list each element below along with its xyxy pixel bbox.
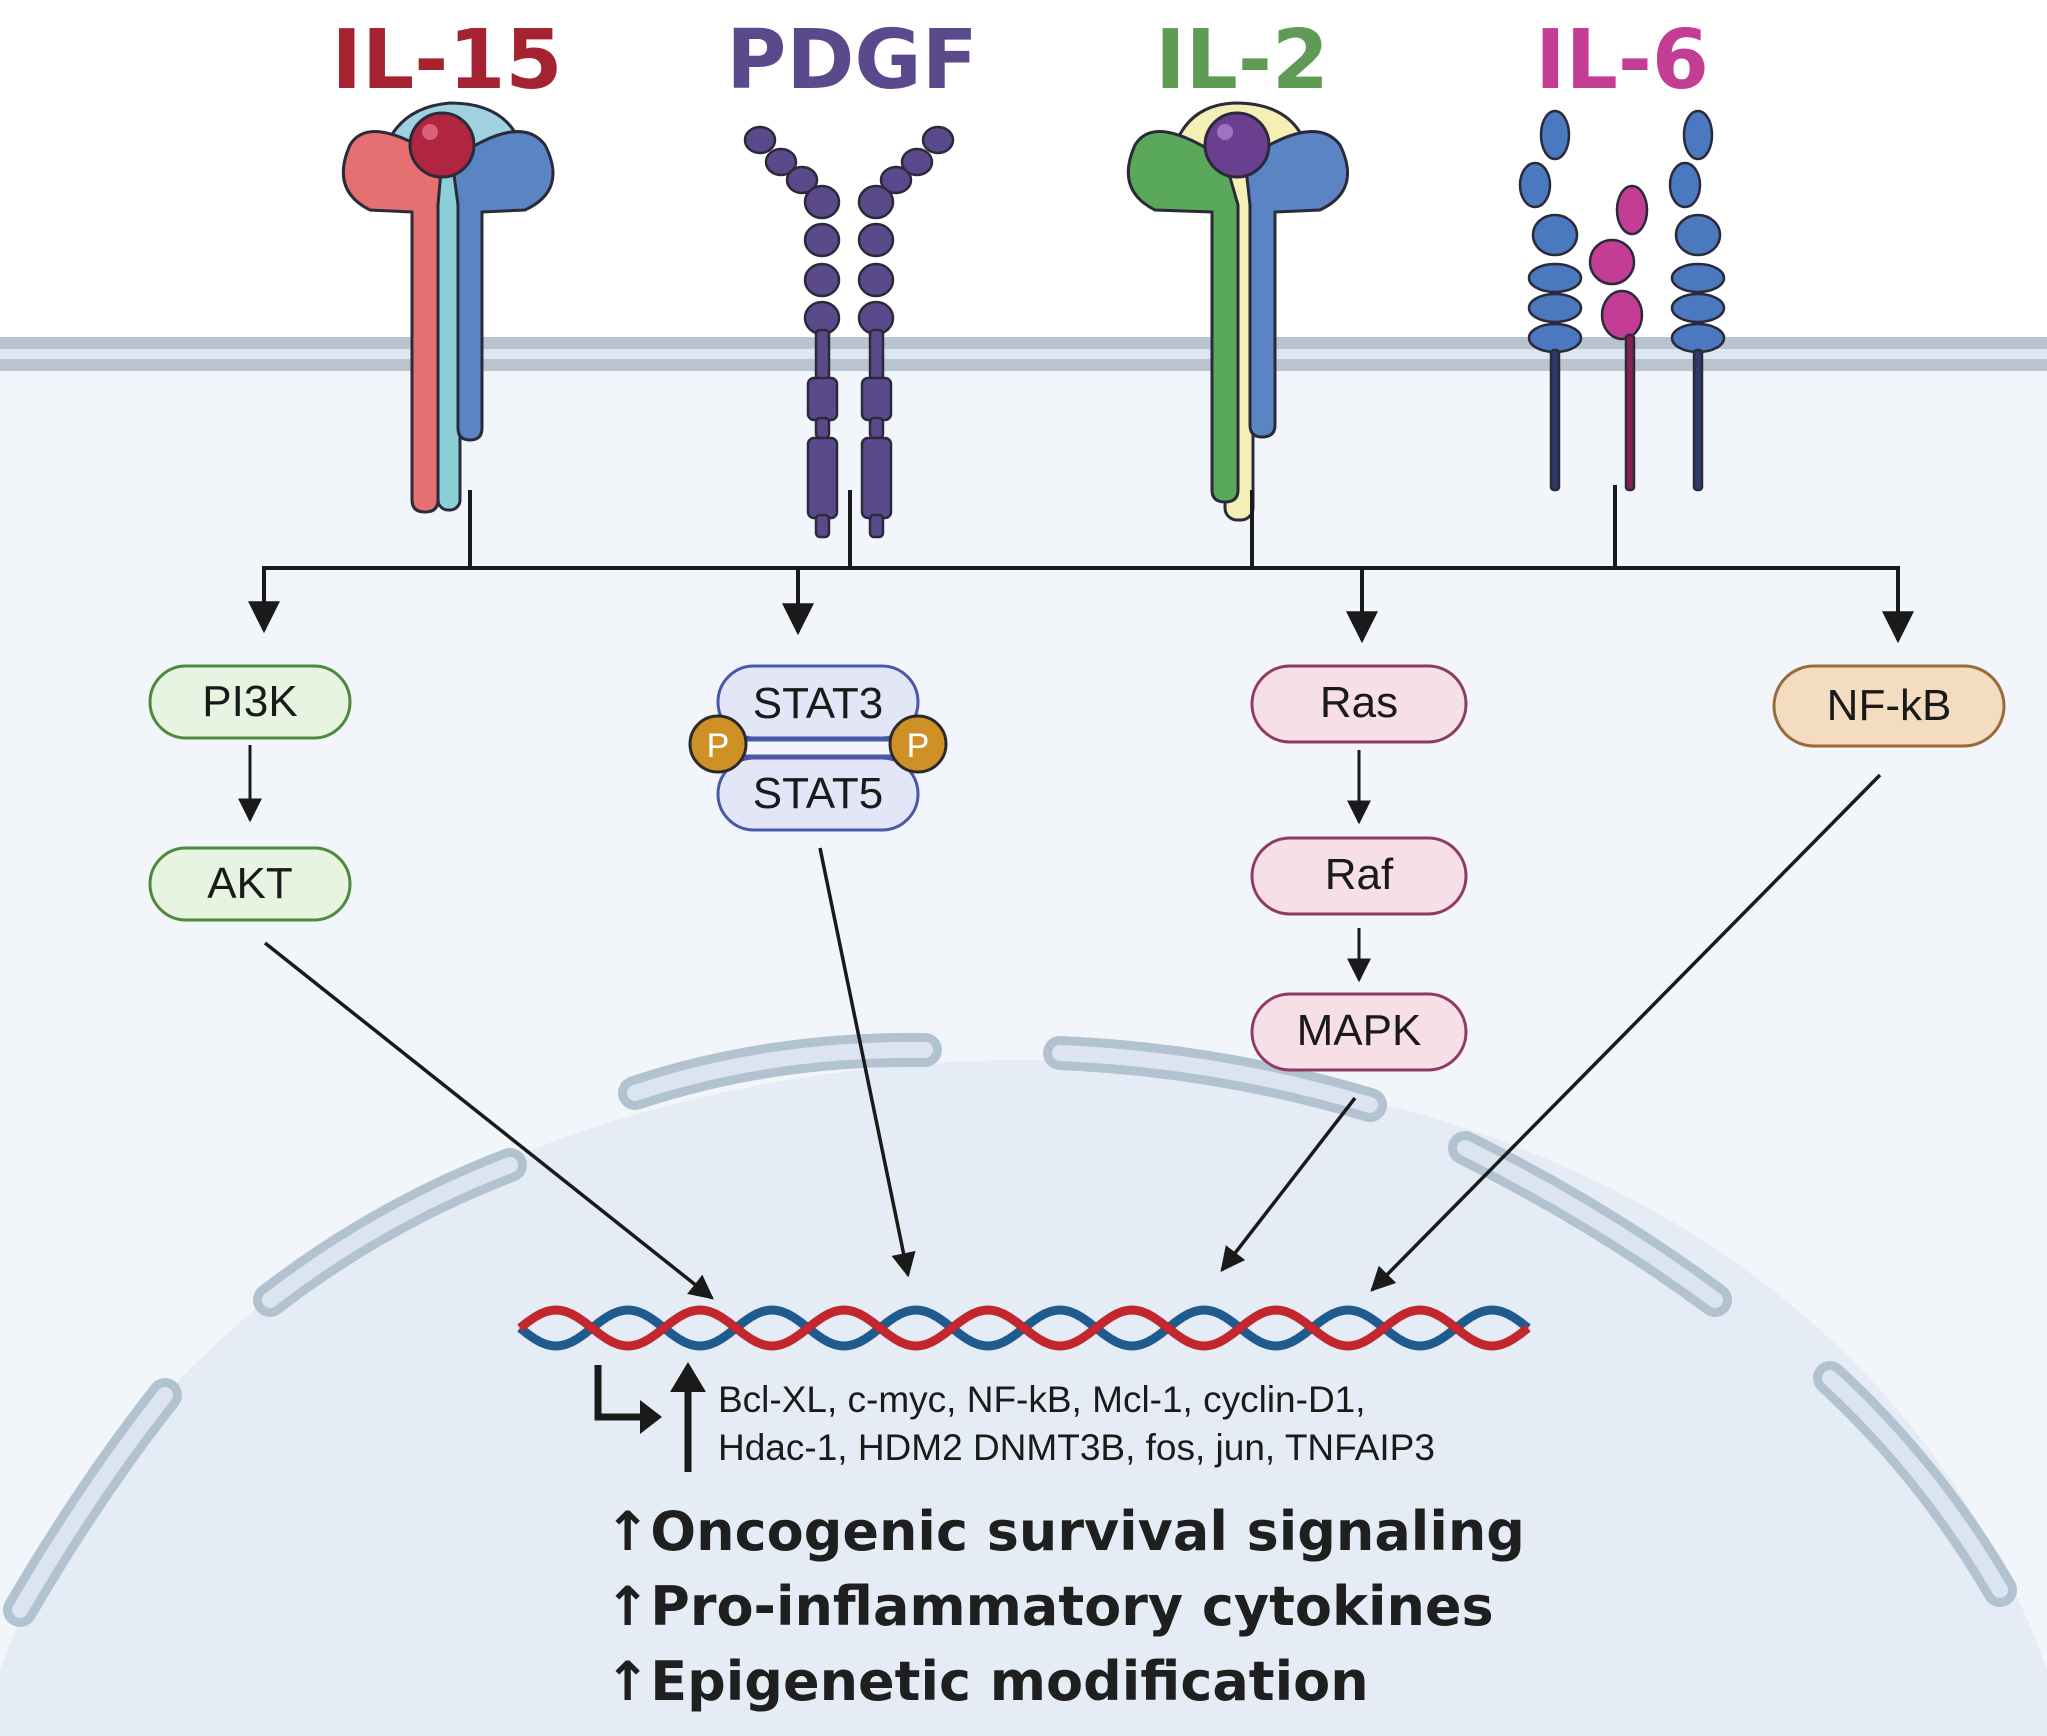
il2-receptor: IL-2	[1126, 13, 1349, 522]
gene-list-line-1: Bcl-XL, c-myc, NF-kB, Mcl-1, cyclin-D1,	[718, 1379, 1366, 1420]
il6-label: IL-6	[1535, 13, 1709, 108]
ras-node: Ras	[1250, 664, 1468, 744]
svg-text:Raf: Raf	[1325, 850, 1394, 899]
pi3k-node: PI3K	[148, 664, 352, 740]
svg-text:PI3K: PI3K	[202, 677, 297, 726]
raf-node: Raf	[1250, 836, 1468, 916]
svg-text:↑Oncogenic survival signaling: ↑Oncogenic survival signaling	[605, 1500, 1525, 1563]
svg-text:↑Pro-inflammatory cytokines: ↑Pro-inflammatory cytokines	[605, 1575, 1494, 1638]
nfkb-node: NF-kB	[1772, 664, 2006, 748]
cell-membrane	[0, 337, 2047, 371]
stat3-label: STAT3	[753, 679, 883, 728]
svg-text:NF-kB: NF-kB	[1827, 681, 1952, 730]
dna-helix	[517, 1305, 1531, 1351]
svg-text:MAPK: MAPK	[1297, 1006, 1422, 1055]
il15-label: IL-15	[332, 13, 563, 108]
svg-text:Ras: Ras	[1320, 678, 1398, 727]
pdgf-label: PDGF	[726, 13, 978, 108]
svg-text:AKT: AKT	[207, 859, 293, 908]
il15-receptor: IL-15	[332, 13, 563, 514]
phospho-right	[888, 714, 948, 774]
svg-text:P: P	[707, 727, 730, 765]
signal-connectors	[248, 485, 1914, 644]
stat-dimer: STAT3 STAT5 P P	[688, 664, 948, 832]
svg-text:↑Epigenetic modification: ↑Epigenetic modification	[605, 1650, 1369, 1713]
stat5-label: STAT5	[753, 769, 883, 818]
transcription-arrow	[594, 1362, 706, 1472]
phospho-left	[688, 714, 748, 774]
mapk-node: MAPK	[1250, 992, 1468, 1072]
il6-receptor: IL-6	[1518, 13, 1726, 492]
nuclear-arrows	[263, 773, 1882, 1300]
svg-text:P: P	[907, 727, 930, 765]
gene-list-line-2: Hdac-1, HDM2 DNMT3B, fos, jun, TNFAIP3	[718, 1427, 1435, 1468]
nuclear-envelope	[3, 1032, 2017, 1627]
pdgf-receptor	[743, 125, 955, 539]
akt-node: AKT	[148, 846, 352, 922]
nucleus	[0, 1060, 2047, 1736]
il2-label: IL-2	[1155, 13, 1329, 108]
outcomes-list: ↑Oncogenic survival signaling ↑Pro-infla…	[605, 1500, 1525, 1713]
